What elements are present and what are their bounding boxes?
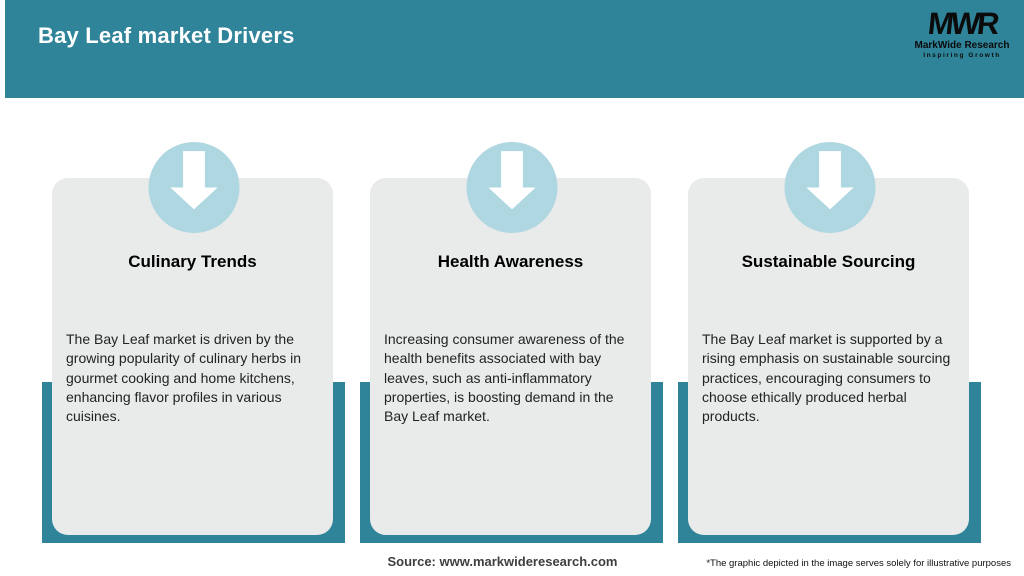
card-title: Culinary Trends [128,252,257,271]
markwide-research-logo: MWR MarkWide Research Inspiring Growth [910,6,1014,59]
arrow-down-icon [784,142,875,233]
card-body-text: The Bay Leaf market is driven by the gro… [66,331,302,425]
logo-tagline: Inspiring Growth [923,51,1001,59]
header-bar: Bay Leaf market Drivers MWR MarkWide Res… [5,0,1024,98]
card: Health Awareness Increasing consumer awa… [370,178,651,535]
card: Culinary Trends The Bay Leaf market is d… [52,178,333,535]
driver-card-culinary-trends: Culinary Trends The Bay Leaf market is d… [42,0,345,576]
arrow-down-icon [466,142,557,233]
disclaimer-text: *The graphic depicted in the image serve… [706,558,1011,569]
logo-name: MarkWide Research [914,39,1010,51]
card-body-text: Increasing consumer awareness of the hea… [384,331,625,425]
card: Sustainable Sourcing The Bay Leaf market… [688,178,969,535]
page-title: Bay Leaf market Drivers [38,23,295,48]
source-text: Source: www.markwideresearch.com [387,554,618,569]
driver-card-sustainable-sourcing: Sustainable Sourcing The Bay Leaf market… [678,0,981,576]
card-title: Health Awareness [437,252,584,271]
card-title: Sustainable Sourcing [741,252,916,271]
driver-card-health-awareness: Health Awareness Increasing consumer awa… [360,0,663,576]
arrow-down-icon [148,142,239,233]
card-body-text: The Bay Leaf market is supported by a ri… [702,331,951,425]
